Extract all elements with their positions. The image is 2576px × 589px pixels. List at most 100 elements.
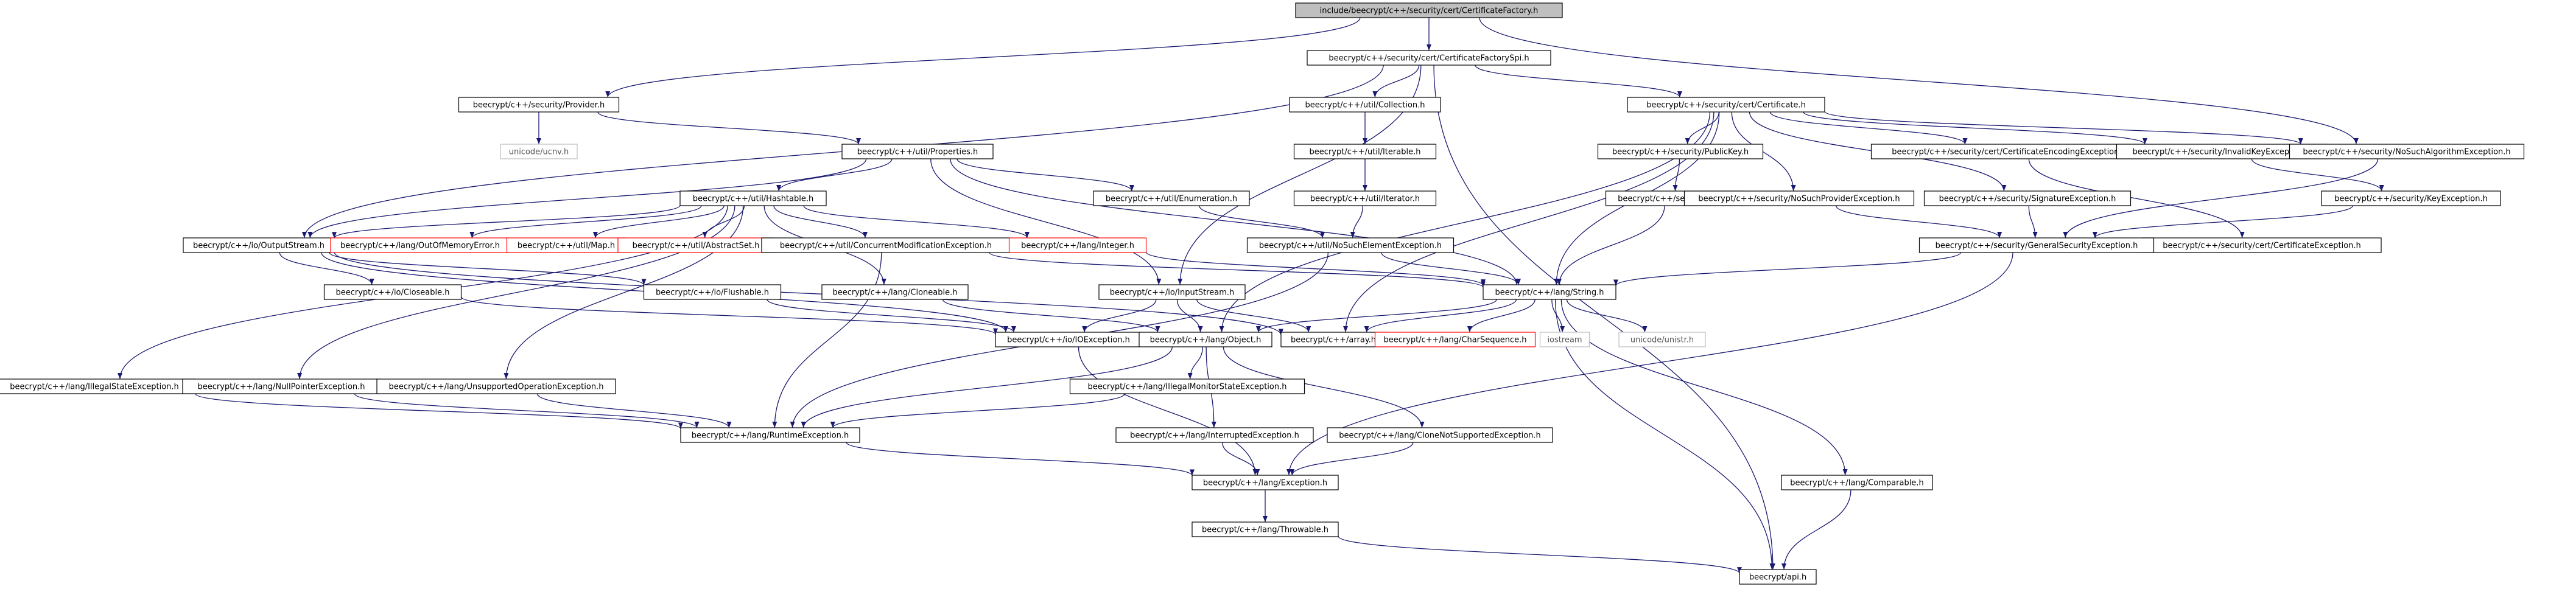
graph-node[interactable]: beecrypt/c++/io/Flushable.h — [643, 284, 782, 300]
graph-node[interactable]: beecrypt/c++/util/NoSuchElementException… — [1246, 237, 1455, 253]
graph-node[interactable]: include/beecrypt/c++/security/cert/Certi… — [1295, 2, 1563, 18]
graph-node[interactable]: beecrypt/c++/lang/InterruptedException.h — [1115, 427, 1314, 443]
edge-n32-to-n47 — [1560, 299, 1848, 476]
graph-node[interactable]: beecrypt/c++/security/cert/CertificateEn… — [1870, 144, 2148, 159]
graph-node[interactable]: beecrypt/c++/lang/CloneNotSupportedExcep… — [1327, 427, 1553, 443]
graph-node[interactable]: beecrypt/c++/security/KeyException.h — [2321, 190, 2501, 206]
edge-n45-to-n46 — [1290, 442, 1414, 476]
edge-n19-to-n21 — [2063, 158, 2379, 239]
edge-n4-to-n32 — [950, 158, 1519, 285]
node-label: beecrypt/c++/util/Enumeration.h — [1106, 195, 1237, 204]
graph-node[interactable]: beecrypt/c++/lang/IllegalStateException.… — [0, 378, 196, 394]
edge-n31-to-n34 — [1176, 299, 1203, 333]
node-label: beecrypt/c++/util/Iterable.h — [1310, 148, 1421, 157]
graph-node[interactable]: beecrypt/c++/util/Enumeration.h — [1093, 190, 1250, 206]
node-box — [1139, 332, 1272, 347]
graph-node[interactable]: beecrypt/c++/util/AbstractSet.h — [617, 237, 774, 253]
edge-n11-to-n15 — [1769, 111, 1968, 145]
graph-node[interactable]: beecrypt/c++/array.h — [1280, 332, 1386, 347]
node-label: beecrypt/c++/security/NoSuchProviderExce… — [1698, 195, 1900, 204]
edge-n21-to-n32 — [1613, 252, 1961, 287]
graph-node[interactable]: beecrypt/api.h — [1739, 569, 1817, 585]
graph-node[interactable]: beecrypt/c++/lang/Object.h — [1139, 332, 1272, 347]
graph-node[interactable]: beecrypt/c++/security/PublicKey.h — [1597, 144, 1764, 159]
node-box — [0, 378, 196, 394]
edge-n31-to-n35 — [1196, 299, 1311, 333]
graph-node[interactable]: beecrypt/c++/io/OutputStream.h — [183, 237, 335, 253]
edge-n10-to-n24 — [592, 205, 725, 239]
graph-node[interactable]: beecrypt/c++/io/IOException.h — [995, 332, 1142, 347]
node-box — [458, 97, 620, 113]
edge-n34-to-n43 — [801, 346, 1173, 428]
graph-node[interactable]: beecrypt/c++/security/SignatureException… — [1923, 190, 2132, 206]
node-label: beecrypt/c++/util/ConcurrentModification… — [780, 242, 992, 251]
graph-node[interactable]: beecrypt/c++/util/Iterable.h — [1293, 144, 1437, 159]
edge-n16-to-n21 — [2028, 205, 2038, 239]
graph-node[interactable]: beecrypt/c++/io/InputStream.h — [1098, 284, 1246, 300]
graph-node[interactable]: beecrypt/c++/lang/IllegalMonitorStateExc… — [1069, 378, 1305, 394]
node-label: beecrypt/c++/security/cert/CertificateFa… — [1328, 54, 1529, 63]
graph-node[interactable]: beecrypt/c++/lang/RuntimeException.h — [680, 427, 860, 443]
graph-node[interactable]: beecrypt/c++/security/cert/CertificateFa… — [1307, 50, 1551, 66]
graph-node[interactable]: beecrypt/c++/security/Provider.h — [458, 97, 620, 113]
graph-node[interactable]: beecrypt/c++/lang/Throwable.h — [1191, 521, 1339, 537]
graph-node: iostream — [1539, 332, 1590, 347]
graph-node: unicode/unistr.h — [1618, 332, 1706, 347]
node-box — [1597, 144, 1764, 159]
node-label: beecrypt/c++/lang/UnsupportedOperationEx… — [389, 383, 604, 392]
graph-node[interactable]: beecrypt/c++/security/cert/CertificateEx… — [2142, 237, 2382, 253]
edge-n28-to-n33 — [460, 296, 998, 335]
graph-node[interactable]: beecrypt/c++/util/Iterator.h — [1293, 190, 1437, 206]
graph-node[interactable]: beecrypt/c++/util/Properties.h — [841, 144, 994, 159]
node-box — [376, 378, 616, 394]
node-label: beecrypt/c++/security/SignatureException… — [1939, 195, 2116, 204]
edge-n0-to-n2 — [605, 17, 1361, 98]
edge-n4-to-n8 — [956, 158, 1134, 192]
graph-node[interactable]: beecrypt/c++/lang/Integer.h — [1008, 237, 1147, 253]
node-box — [1289, 97, 1441, 113]
graph-node[interactable]: beecrypt/c++/util/Collection.h — [1289, 97, 1441, 113]
edge-n1-to-n11 — [1475, 64, 1682, 98]
node-label: beecrypt/c++/lang/RuntimeException.h — [692, 431, 849, 441]
graph-node[interactable]: beecrypt/c++/util/ConcurrentModification… — [761, 237, 1011, 253]
edge-n47-to-n49 — [1781, 489, 1851, 570]
graph-node[interactable]: beecrypt/c++/security/cert/Certificate.h — [1627, 97, 1825, 113]
graph-node[interactable]: beecrypt/c++/lang/Cloneable.h — [821, 284, 969, 300]
node-box — [2321, 190, 2501, 206]
edge-n31-to-n33 — [1082, 299, 1157, 333]
graph-node[interactable]: beecrypt/c++/lang/Comparable.h — [1781, 475, 1933, 490]
graph-node[interactable]: beecrypt/c++/lang/NullPointerException.h — [182, 378, 381, 394]
node-label: beecrypt/c++/util/Properties.h — [857, 148, 978, 157]
node-label: beecrypt/c++/lang/IllegalMonitorStateExc… — [1088, 383, 1287, 392]
graph-node[interactable]: beecrypt/c++/lang/UnsupportedOperationEx… — [376, 378, 616, 394]
node-box — [1246, 237, 1455, 253]
graph-node[interactable]: beecrypt/c++/util/Map.h — [506, 237, 626, 253]
edge-n10-to-n22 — [332, 204, 681, 239]
graph-node[interactable]: beecrypt/c++/lang/String.h — [1483, 284, 1616, 300]
graph-node[interactable]: beecrypt/c++/lang/OutOfMemoryError.h — [330, 237, 510, 253]
node-label: beecrypt/c++/util/Map.h — [518, 242, 615, 251]
node-box — [1739, 569, 1817, 585]
graph-node[interactable]: beecrypt/c++/lang/CharSequence.h — [1374, 332, 1536, 347]
graph-node[interactable]: beecrypt/c++/lang/Exception.h — [1191, 475, 1339, 490]
edge-n33-to-n46 — [1078, 346, 1258, 476]
graph-node[interactable]: beecrypt/c++/util/Hashtable.h — [679, 190, 827, 206]
edge-n42-to-n43 — [830, 393, 1125, 428]
edge-n4-to-n31 — [930, 158, 1162, 285]
node-label: beecrypt/c++/util/Collection.h — [1305, 101, 1425, 110]
edge-n22-to-n29 — [329, 252, 647, 285]
node-box — [1093, 190, 1250, 206]
node-box — [1280, 332, 1386, 347]
edge-n10-to-n25 — [702, 205, 745, 239]
node-box — [679, 190, 827, 206]
graph-node[interactable]: beecrypt/c++/security/GeneralSecurityExc… — [1918, 237, 2155, 253]
node-label: beecrypt/c++/security/NoSuchAlgorithmExc… — [2303, 148, 2510, 157]
edge-n17-to-n20 — [2251, 158, 2384, 192]
graph-node[interactable]: beecrypt/c++/security/NoSuchProviderExce… — [1683, 190, 1915, 206]
graph-node[interactable]: beecrypt/c++/io/Closeable.h — [323, 284, 462, 300]
node-label: beecrypt/c++/io/Flushable.h — [656, 288, 769, 298]
graph-node[interactable]: beecrypt/c++/security/NoSuchAlgorithmExc… — [2289, 144, 2525, 159]
node-label: beecrypt/c++/lang/Comparable.h — [1790, 479, 1923, 488]
